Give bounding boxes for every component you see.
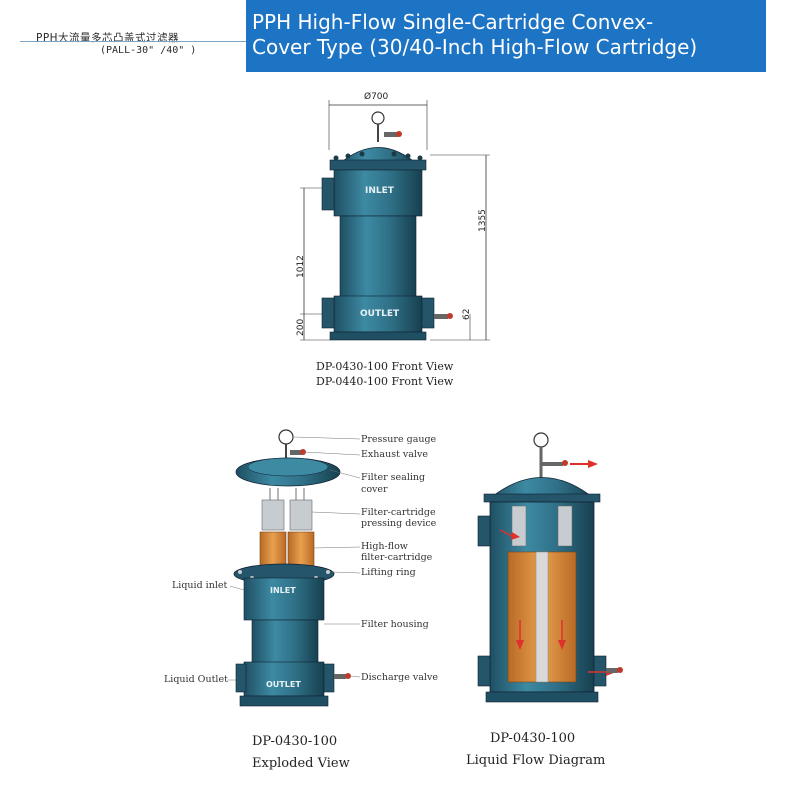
label-pressing-1: Filter-cartridge bbox=[361, 507, 436, 518]
label-exhaust-valve: Exhaust valve bbox=[361, 449, 428, 460]
label-liquid-outlet: Liquid Outlet bbox=[164, 674, 228, 685]
title-line-2: Cover Type (30/40-Inch High-Flow Cartrid… bbox=[252, 35, 698, 59]
chinese-subtitle: (PALL-30" /40" ) bbox=[100, 45, 197, 56]
exploded-caption-model: DP-0430-100 bbox=[252, 734, 338, 749]
label-highflow-1: High-flow bbox=[361, 541, 408, 552]
flow-caption-model: DP-0430-100 bbox=[490, 731, 576, 746]
flow-diagram-drawing bbox=[477, 432, 623, 703]
dim-height-1012: 1012 bbox=[296, 255, 306, 278]
title-banner: PPH High-Flow Single-Cartridge Convex- C… bbox=[246, 0, 766, 72]
label-pressing-2: pressing device bbox=[361, 518, 437, 529]
label-liquid-inlet: Liquid inlet bbox=[172, 580, 228, 591]
label-filter-housing: Filter housing bbox=[361, 619, 429, 630]
front-view-caption-1: DP-0430-100 Front View bbox=[316, 360, 454, 373]
exploded-inlet-label: INLET bbox=[270, 586, 296, 595]
label-highflow-2: filter-cartridge bbox=[361, 552, 433, 563]
dim-height-200: 200 bbox=[296, 318, 306, 336]
exploded-caption-view: Exploded View bbox=[252, 756, 350, 771]
dim-height-total: 1355 bbox=[478, 209, 488, 232]
front-outlet-label: OUTLET bbox=[360, 309, 400, 319]
exploded-view-drawing bbox=[228, 429, 361, 707]
label-sealing-cover-2: cover bbox=[361, 484, 388, 495]
label-discharge-valve: Discharge valve bbox=[361, 672, 438, 683]
dim-diameter: Ø700 bbox=[364, 92, 389, 102]
exploded-outlet-label: OUTLET bbox=[266, 680, 301, 689]
label-lifting-ring: Lifting ring bbox=[361, 567, 416, 578]
label-sealing-cover-1: Filter sealing bbox=[361, 472, 426, 483]
dim-height-62: 62 bbox=[462, 308, 472, 320]
flow-caption-view: Liquid Flow Diagram bbox=[466, 753, 606, 768]
front-view-caption-2: DP-0440-100 Front View bbox=[316, 375, 454, 388]
header-rule bbox=[20, 41, 246, 42]
label-pressure-gauge: Pressure gauge bbox=[361, 434, 437, 445]
title-line-1: PPH High-Flow Single-Cartridge Convex- bbox=[252, 10, 654, 34]
front-view-drawing bbox=[300, 100, 490, 341]
front-inlet-label: INLET bbox=[365, 186, 394, 196]
